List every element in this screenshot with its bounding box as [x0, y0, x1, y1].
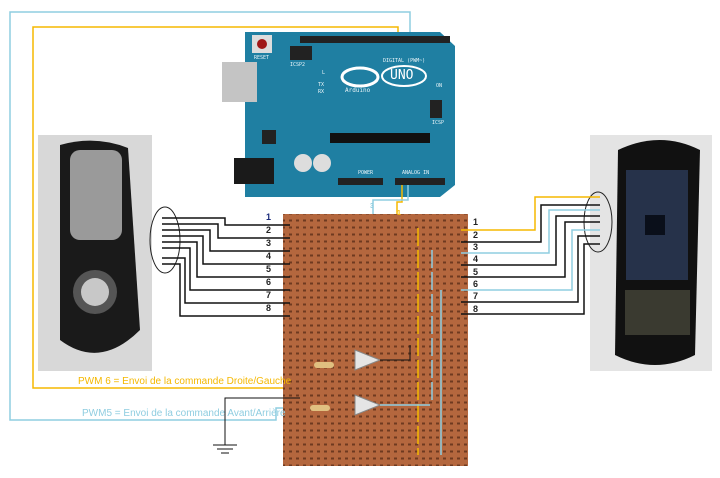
arduino-brand: Arduino	[345, 87, 371, 94]
l-led-label: L	[322, 70, 326, 76]
icsp-label: ICSP	[432, 120, 445, 126]
right-pin-5: 5	[473, 267, 479, 277]
right-pin-1: 1	[473, 217, 479, 227]
usb-port	[222, 62, 257, 102]
ground-symbol	[213, 397, 300, 454]
right-pin-7: 7	[473, 291, 479, 301]
left-pin-8: 8	[266, 303, 272, 313]
right-pin-2: 2	[473, 230, 479, 240]
left-pin-6: 6	[266, 277, 272, 287]
left-pin-5: 5	[266, 264, 272, 274]
digital-label: DIGITAL (PWM~)	[383, 58, 426, 64]
right-connector-wires	[461, 196, 600, 315]
pwm6-label: PWM 6 = Envoi de la commande Droite/Gauc…	[78, 376, 292, 387]
uno-logo: UNO	[390, 68, 414, 83]
left-pin-7: 7	[266, 290, 272, 300]
left-pin-3: 3	[266, 238, 272, 248]
resistor-2	[310, 405, 330, 411]
opamp-1	[354, 349, 382, 371]
protoboard	[283, 214, 468, 466]
right-pin-6: 6	[473, 279, 479, 289]
rx-label: RX	[318, 89, 325, 95]
tx-label: TX	[318, 82, 325, 88]
reset-button[interactable]	[257, 39, 267, 49]
left-pin-2: 2	[266, 225, 272, 235]
opamp-2	[354, 394, 382, 416]
on-label: ON	[436, 83, 443, 89]
pwm5-label: PWM5 = Envoi de la commande Avant/Arrièr…	[82, 408, 286, 419]
wire-marker-b: 1	[397, 210, 401, 217]
left-pin-1: 1	[266, 212, 272, 222]
reset-label: RESET	[254, 55, 270, 61]
icsp2-label: ICSP2	[290, 62, 306, 68]
power-label: POWER	[358, 170, 374, 176]
wire-marker-a: 3	[370, 203, 374, 210]
pwm5-wire	[9, 11, 411, 421]
right-pin-4: 4	[473, 254, 479, 264]
right-controller-photo	[583, 135, 712, 371]
right-pin-3: 3	[473, 242, 479, 252]
resistor-1	[314, 362, 334, 368]
left-controller-photo	[38, 135, 181, 371]
left-connector-wires	[162, 217, 290, 317]
arduino-uno-board	[222, 32, 455, 197]
analog-label: ANALOG IN	[402, 170, 430, 176]
arduino-infinity-logo	[340, 66, 380, 88]
left-pin-4: 4	[266, 251, 272, 261]
power-jack	[234, 158, 274, 184]
right-pin-8: 8	[473, 304, 479, 314]
